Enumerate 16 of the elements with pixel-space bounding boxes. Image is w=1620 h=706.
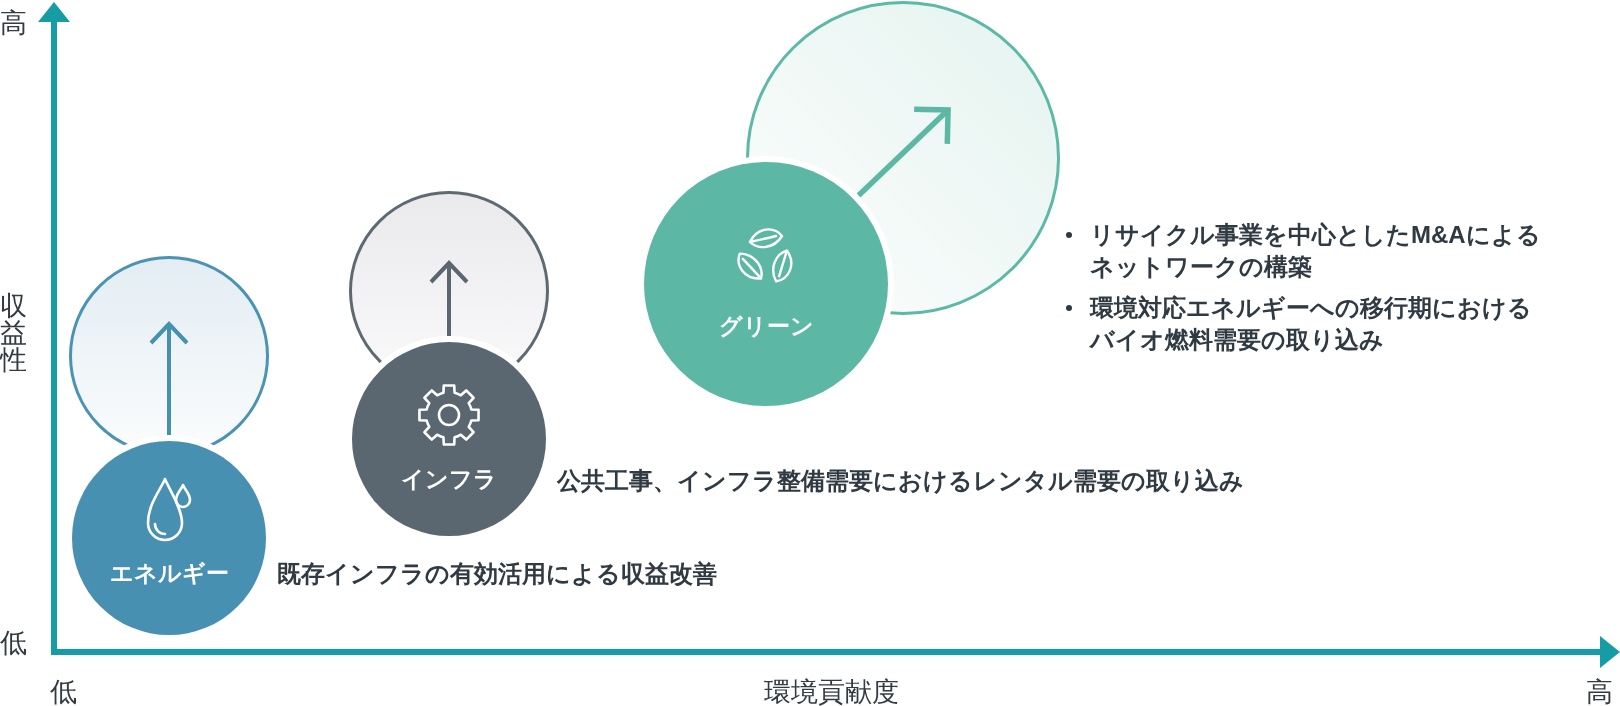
description-text: 環境対応エネルギーへの移行期におけるバイオ燃料需要の取り込み (1090, 293, 1533, 355)
axis-label: 低 (50, 678, 77, 705)
category-label: インフラ (401, 468, 497, 491)
arrow (429, 261, 469, 336)
axis-label: 収益性 (0, 292, 27, 373)
arrow (856, 106, 951, 198)
description-text: 公共工事、インフラ整備需要におけるレンタル需要の取り込み (557, 466, 1244, 496)
description-text: リサイクル事業を中心としたM&Aによるネットワークの構築 (1090, 220, 1542, 282)
axis-label: 環境貢献度 (763, 678, 899, 705)
category-label: グリーン (718, 315, 814, 338)
axis-label: 高 (1586, 678, 1613, 705)
axis-label: 高 (0, 9, 27, 36)
arrow (149, 322, 189, 435)
description-text: 既存インフラの有効活用による収益改善 (277, 559, 717, 589)
axis-label: 低 (0, 629, 27, 656)
category-label: エネルギー (109, 562, 229, 585)
